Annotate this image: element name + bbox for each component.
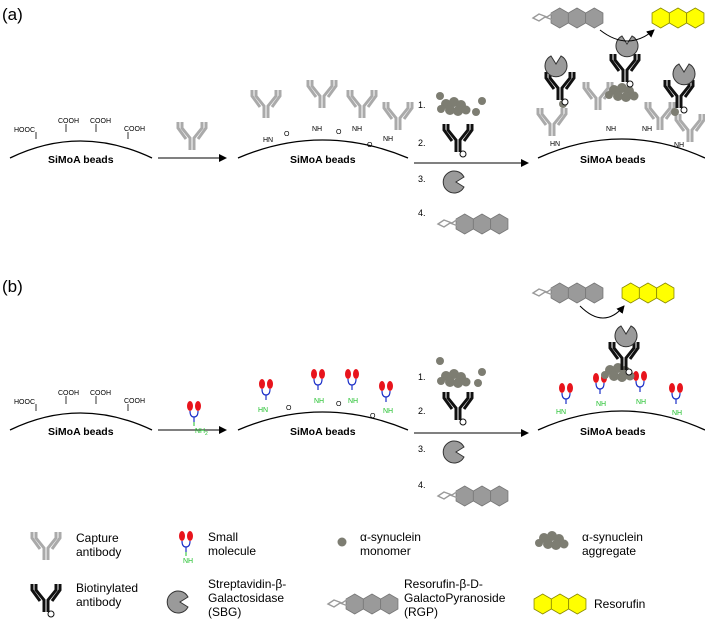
legend-label: aggregate <box>582 544 636 558</box>
amide-o: O <box>286 405 292 412</box>
cooh-label: COOH <box>124 398 145 405</box>
panel-b-conversion <box>532 282 675 319</box>
legend-label: Resorufin <box>594 597 645 611</box>
cooh-label: COOH <box>124 126 145 133</box>
amide-hn: HN <box>258 407 268 414</box>
legend-small-molecule: NH Small molecule <box>178 530 256 565</box>
amide-nh: NH <box>383 136 393 143</box>
step-4: 4. <box>418 208 426 218</box>
panel-b-bead-2: SiMoA beads HN NH NH NH O O O <box>237 368 409 438</box>
legend-capture-antibody: Capture antibody <box>30 530 121 562</box>
legend-aggregate: α-synuclein aggregate <box>535 530 643 558</box>
amide-nh: NH <box>352 126 362 133</box>
legend-label: Small <box>208 530 238 544</box>
amide-nh: NH <box>596 401 606 408</box>
step-1: 1. <box>418 100 426 110</box>
amide-nh: NH <box>312 126 322 133</box>
capture-antibody-icon <box>176 120 208 152</box>
legend-sbg: Streptavidin-β- Galactosidase (SBG) <box>166 577 286 619</box>
panel-a-bead-2: SiMoA beads HN O NH O NH NH O <box>237 78 414 166</box>
step-1: 1. <box>418 372 426 382</box>
legend-rgp: Resorufin-β-D- GalactoPyranoside (RGP) <box>327 577 506 619</box>
legend-label: antibody <box>76 545 121 559</box>
nh2-subscript: 2 <box>205 431 208 437</box>
bead-label: SiMoA beads <box>48 154 114 166</box>
legend-label: α-synuclein <box>360 530 421 544</box>
legend-biotinylated-antibody: Biotinylated antibody <box>30 581 138 619</box>
panel-a-label: (a) <box>2 5 23 24</box>
bead-label: SiMoA beads <box>48 426 114 438</box>
legend-label: molecule <box>208 544 256 558</box>
legend-label: Streptavidin-β- <box>208 577 286 591</box>
amide-hn: HN <box>263 137 273 144</box>
step-2: 2. <box>418 138 426 148</box>
cooh-label: COOH <box>58 390 79 397</box>
amide-o: O <box>336 129 342 136</box>
cooh-label: COOH <box>90 118 111 125</box>
nh2-label: NH <box>183 558 193 565</box>
legend-label: Resorufin-β-D- <box>404 577 483 591</box>
legend-monomer: α-synuclein monomer <box>337 530 421 558</box>
small-molecule-icon: NH 2 <box>186 400 208 437</box>
amide-o: O <box>367 142 373 149</box>
amide-nh: NH <box>672 410 682 417</box>
amide-o: O <box>284 131 290 138</box>
panel-b-bead-1: SiMoA beads HOOC COOH COOH COOH <box>9 390 153 438</box>
amide-hn: HN <box>556 409 566 416</box>
panel-a-steps: 1. 2. 3. 4. <box>414 92 529 235</box>
panel-a-bead-1: SiMoA beads HOOC COOH COOH COOH <box>9 118 153 166</box>
cooh-label: COOH <box>90 390 111 397</box>
panel-a-bead-3: SiMoA beads HN NH NH NH <box>536 35 705 166</box>
amide-nh: NH <box>314 398 324 405</box>
legend-label: Biotinylated <box>76 581 138 595</box>
bead-label: SiMoA beads <box>290 426 356 438</box>
step-3: 3. <box>418 174 426 184</box>
cooh-label: COOH <box>58 118 79 125</box>
legend-label: (RGP) <box>404 605 438 619</box>
step-4: 4. <box>418 480 426 490</box>
bead-label: SiMoA beads <box>290 154 356 166</box>
legend-label: GalactoPyranoside <box>404 591 506 605</box>
step-2: 2. <box>418 406 426 416</box>
nh2-label: NH <box>195 428 205 435</box>
step-3: 3. <box>418 444 426 454</box>
amide-nh: NH <box>348 398 358 405</box>
bead-label: SiMoA beads <box>580 426 646 438</box>
amide-o: O <box>336 401 342 408</box>
amide-hn: HN <box>550 141 560 148</box>
panel-b-label: (b) <box>2 277 23 296</box>
bead-label: SiMoA beads <box>580 154 646 166</box>
panel-b-steps: 1. 2. 3. 4. <box>414 357 529 507</box>
amide-nh: NH <box>606 126 616 133</box>
legend-label: α-synuclein <box>582 530 643 544</box>
legend: Capture antibody NH Small molecule α-syn… <box>30 530 645 619</box>
amide-nh: NH <box>383 408 393 415</box>
legend-label: antibody <box>76 595 121 609</box>
legend-label: Capture <box>76 531 119 545</box>
amide-nh: NH <box>636 399 646 406</box>
legend-resorufin: Resorufin <box>533 593 645 615</box>
legend-label: (SBG) <box>208 605 241 619</box>
panel-a-conversion <box>532 7 705 42</box>
amide-o: O <box>370 413 376 420</box>
panel-b-bead-3: SiMoA beads HN NH NH NH <box>537 325 705 438</box>
hooc-label: HOOC <box>14 399 35 406</box>
legend-label: monomer <box>360 544 411 558</box>
amide-nh: NH <box>674 142 684 149</box>
legend-label: Galactosidase <box>208 591 284 605</box>
amide-nh: NH <box>642 126 652 133</box>
hooc-label: HOOC <box>14 127 35 134</box>
